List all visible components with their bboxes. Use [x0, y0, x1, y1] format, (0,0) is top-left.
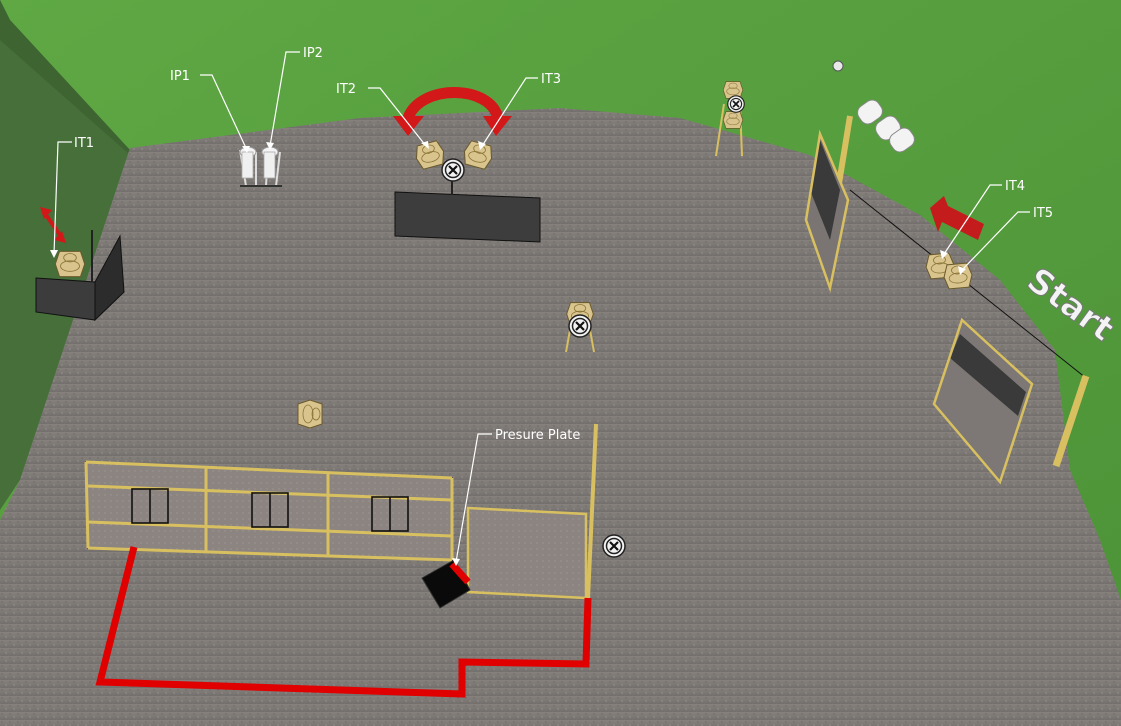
x-circle-icon: [442, 159, 464, 181]
x-circle-icon: [569, 315, 591, 337]
it1-label: IT1: [74, 136, 94, 151]
window-wall: [86, 462, 452, 560]
x-circle-icon: [728, 96, 745, 113]
it2-label: IT2: [336, 82, 356, 97]
ip1-label: IP1: [170, 69, 190, 84]
it5-label: IT5: [1033, 206, 1053, 221]
ground-plate-target: [298, 400, 322, 428]
it4-label: IT4: [1005, 179, 1025, 194]
pressure-plate-label: Presure Plate: [495, 428, 580, 443]
light-post-lamp: [833, 61, 843, 71]
it3-label: IT3: [541, 72, 561, 87]
ip2-label: IP2: [303, 46, 323, 61]
x-circle-icon: [603, 535, 625, 557]
